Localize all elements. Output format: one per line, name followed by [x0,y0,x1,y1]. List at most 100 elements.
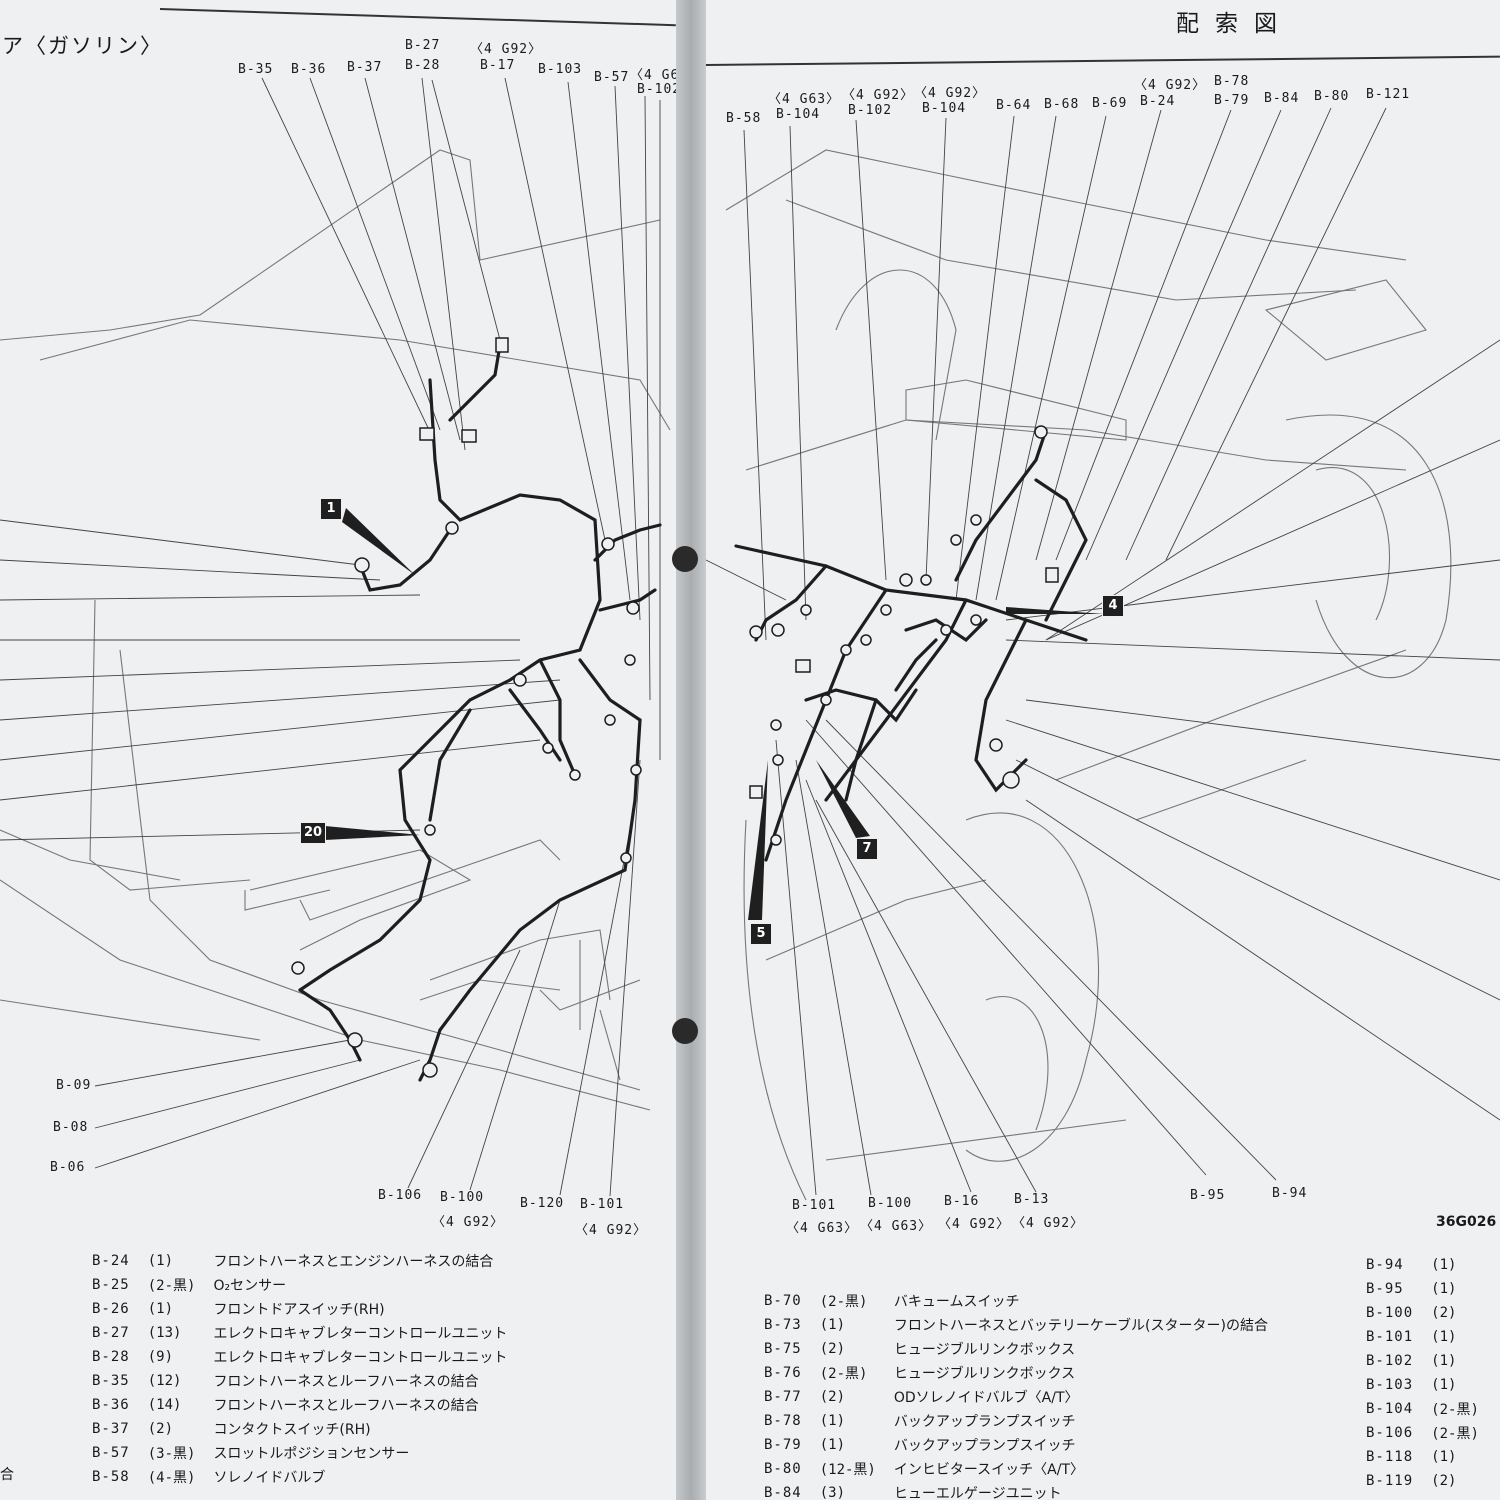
legend-desc: ヒュージブルリンクボックス [893,1365,1076,1382]
label-b95: B-95 [1190,1188,1226,1203]
legend-qty: (3-黒) [147,1445,196,1462]
legend-code: B-35 [92,1372,130,1389]
legend-qty: (1) [147,1300,174,1317]
legend-code: B-28 [92,1348,130,1365]
legend-row: B-79(1)バックアップランプスイッチ [764,1434,1268,1458]
legend-row: B-95(1) [1366,1278,1479,1302]
page-heading: 配索図 [1176,11,1293,37]
label-4g92-b: 〈4 G92〉 [914,86,987,101]
legend-row: B-78(1)バックアップランプスイッチ [764,1410,1268,1434]
label-b27: B-27 [405,38,441,53]
label-b24: B-24 [1140,94,1176,109]
legend-desc: ソレノイドバルブ [213,1469,326,1486]
marker-4: 4 [1102,595,1124,617]
legend-code: B-79 [764,1436,802,1453]
legend-row: B-73(1)フロントハーネスとバッテリーケーブル(スターター)の結合 [764,1314,1268,1338]
legend-code: B-104 [1366,1400,1414,1417]
legend-desc: インヒビタースイッチ〈A/T〉 [893,1461,1085,1478]
legend-row: B-77(2)ODソレノイドバルブ〈A/T〉 [764,1386,1268,1410]
legend-desc: ODソレノイドバルブ〈A/T〉 [893,1389,1079,1406]
label-b69: B-69 [1092,96,1128,111]
label-b08: B-08 [53,1120,89,1135]
label-b79: B-79 [1214,93,1250,108]
corner-text: 合 [0,1467,14,1483]
label-b121: B-121 [1366,87,1411,102]
label-b64: B-64 [996,98,1032,113]
legend-row: B-106 (2-黒) [1366,1422,1479,1446]
legend-row: B-94 (1) [1366,1254,1479,1278]
label-4g63-b: 〈4 G63〉 [786,1221,859,1236]
legend-code: B-78 [764,1412,802,1429]
legend-qty: (2-黒) [1431,1425,1479,1442]
label-b94: B-94 [1272,1186,1308,1201]
legend-row: B-76(2-黒)ヒュージブルリンクボックス [764,1362,1268,1386]
legend-qty: (1) [1431,1328,1457,1345]
label-b37: B-37 [347,60,383,75]
left-wiring-diagram [0,77,671,1197]
legend-qty: (12-黒) [819,1461,876,1478]
legend-row: B-57(3-黒)スロットルポジションセンサー [92,1442,507,1466]
legend-qty: (9) [147,1348,174,1365]
right-connector-legend-2: B-94(1)B-95(1)B-100(2)B-101(1)B-102(1)B-… [1366,1254,1479,1494]
legend-qty: (1) [1431,1352,1457,1369]
label-b36: B-36 [291,62,327,77]
legend-row: B-35(12)フロントハーネスとルーフハーネスの結合 [92,1370,507,1394]
label-b104-b: B-104 [922,101,967,116]
legend-qty: (14) [147,1396,182,1413]
legend-row: B-58(4-黒)ソレノイドバルブ [92,1466,507,1490]
binder-hole-top [672,546,698,572]
legend-code: B-101 [1366,1328,1414,1345]
legend-row: B-27(13)エレクトロキャブレターコントロールユニット [92,1322,507,1346]
legend-qty: (13) [147,1324,182,1341]
legend-row: B-100(2) [1366,1302,1479,1326]
legend-code: B-77 [764,1388,802,1405]
legend-code: B-119 [1366,1472,1414,1489]
label-b80: B-80 [1314,89,1350,104]
book-gutter [676,0,706,1500]
legend-row: B-24(1)フロントハーネスとエンジンハーネスの結合 [92,1250,507,1274]
label-4g92-d: 〈4 G92〉 [938,1217,1011,1232]
legend-code: B-103 [1366,1376,1414,1393]
label-4g63-top: 〈4 G63〉 [630,68,676,83]
legend-row: B-28(9)エレクトロキャブレターコントロールユニット [92,1346,507,1370]
label-4g63-c: 〈4 G63〉 [860,1219,933,1234]
legend-qty: (1) [1431,1280,1457,1297]
legend-qty: (1) [819,1316,846,1333]
legend-desc: エレクトロキャブレターコントロールユニット [213,1325,508,1342]
legend-desc: バックアップランプスイッチ [893,1437,1076,1454]
legend-qty: (1) [1431,1376,1457,1393]
legend-qty: (3) [819,1484,846,1500]
label-b84: B-84 [1264,91,1300,106]
legend-code: B-94 [1366,1256,1404,1273]
label-b58: B-58 [726,111,762,126]
label-b16: B-16 [944,1194,980,1209]
legend-code: B-26 [92,1300,130,1317]
legend-code: B-100 [1366,1304,1414,1321]
label-b106: B-106 [378,1188,423,1203]
legend-qty: (2) [147,1420,174,1437]
legend-qty: (2) [819,1340,846,1357]
legend-code: B-106 [1366,1424,1414,1441]
legend-desc: フロントドアスイッチ(RH) [213,1301,385,1318]
label-4g92-top: 〈4 G92〉 [470,42,543,57]
legend-desc: バックアップランプスイッチ [893,1413,1076,1430]
label-b100: B-100 [868,1196,913,1211]
legend-desc: O₂センサー [213,1277,287,1294]
legend-qty: (1) [1431,1448,1457,1465]
legend-code: B-24 [92,1252,130,1269]
label-b57: B-57 [594,70,630,85]
marker-7: 7 [856,838,878,860]
label-b17: B-17 [480,58,516,73]
legend-desc: フロントハーネスとバッテリーケーブル(スターター)の結合 [893,1317,1268,1334]
legend-qty: (2-黒) [147,1277,196,1294]
marker-1: 1 [320,498,342,520]
legend-qty: (12) [147,1372,182,1389]
legend-code: B-118 [1366,1448,1414,1465]
legend-qty: (1) [1431,1256,1457,1273]
legend-desc: バキュームスイッチ [893,1293,1020,1310]
legend-code: B-102 [1366,1352,1414,1369]
label-4g92-e: 〈4 G92〉 [1012,1216,1085,1231]
label-b101: B-101 [792,1198,837,1213]
legend-code: B-70 [764,1292,802,1309]
